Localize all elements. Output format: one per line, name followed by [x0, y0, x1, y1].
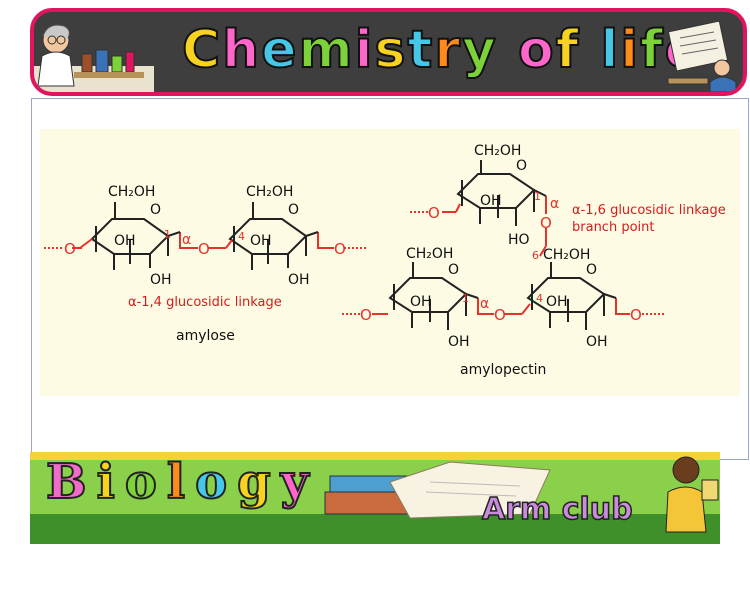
- amylose-glycosidic-bonds: [44, 232, 366, 249]
- footer-background: [30, 452, 720, 544]
- amylopectin-branch-linkage-label: α-1,6 glucosidic linkage: [572, 203, 726, 218]
- amylose-ring-oxygen-right: O: [288, 202, 299, 218]
- amylopectin-ch2oh-top: CH₂OH: [474, 143, 521, 159]
- footer-subtitle: Arm club: [481, 491, 633, 528]
- amylose-carbon-1-label: 1: [164, 228, 171, 241]
- amylopectin-ring-oxygen-left: O: [448, 262, 459, 278]
- footer-title-letter: i: [96, 453, 125, 511]
- footer-title-letter: l: [166, 453, 196, 511]
- amylopectin-ring-oxygen-top: O: [516, 158, 527, 174]
- footer-title-letter: o: [124, 453, 167, 511]
- title-letter: i: [619, 19, 641, 81]
- footer-title-letter: g: [236, 453, 281, 511]
- amylose-ring-oxygen-left: O: [150, 202, 161, 218]
- student-illustration: [667, 22, 737, 92]
- amylopectin-oh-right-bottom: OH: [586, 334, 608, 350]
- amylose-end-oxygen-left: O: [64, 240, 76, 258]
- amylose-ch2oh-right: CH₂OH: [246, 184, 293, 200]
- footer-banner: Biology Arm club: [30, 452, 720, 544]
- amylopectin-branch-point-label: branch point: [572, 220, 654, 235]
- title-letter: o: [517, 19, 556, 81]
- scientist-illustration: [34, 24, 154, 92]
- amylopectin-oh-top-ring: OH: [480, 193, 502, 209]
- title-letter: f: [555, 19, 581, 81]
- amylose-ch2oh-left: CH₂OH: [108, 184, 155, 200]
- amylopectin-glycosidic-bonds: [342, 196, 664, 315]
- amylopectin-name: amylopectin: [460, 362, 546, 378]
- amylose-alpha-label: α: [182, 232, 191, 248]
- amylose-bridge-oxygen: O: [198, 240, 210, 258]
- amylopectin-ch2oh-left: CH₂OH: [406, 246, 453, 262]
- amylopectin-carbon-1-top: 1: [534, 190, 541, 203]
- amylopectin-carbon-6-label: 6: [532, 249, 539, 262]
- amylopectin-alpha-left: α: [480, 296, 489, 312]
- diagram-area: [40, 129, 740, 396]
- footer-title-letter: B: [45, 453, 97, 511]
- title-letter: s: [374, 19, 408, 81]
- amylopectin-ring-oxygen-right: O: [586, 262, 597, 278]
- footer-title: Biology: [45, 453, 319, 511]
- amylopectin-oh-left-mid: OH: [410, 294, 432, 310]
- amylose-oh-right-bottom: OH: [288, 272, 310, 288]
- title-letter: y: [461, 19, 498, 81]
- amylopectin-glucose-ring-right: [526, 262, 606, 330]
- title-letter: r: [433, 19, 462, 81]
- footer-title-letter: y: [280, 453, 319, 511]
- footer-title-letter: o: [194, 453, 238, 511]
- amylopectin-ch2oh-branch: CH₂OH: [543, 247, 590, 263]
- amylose-oh-left-bottom: OH: [150, 272, 172, 288]
- amylose-linkage-label: α-1,4 glucosidic linkage: [128, 295, 282, 310]
- amylose-oh-right-mid: OH: [250, 233, 272, 249]
- amylopectin-end-oxygen-top: O: [428, 204, 440, 222]
- amylopectin-branch-oxygen: O: [540, 214, 552, 232]
- title-letter: h: [221, 19, 262, 81]
- title-letter: i: [354, 19, 375, 81]
- amylose-name: amylose: [176, 328, 235, 344]
- amylose-end-oxygen-right: O: [334, 240, 346, 258]
- amylopectin-end-oxygen-left: O: [360, 306, 372, 324]
- title-letter: t: [406, 19, 435, 81]
- title-letter: l: [599, 19, 621, 81]
- title-letter: m: [297, 19, 355, 81]
- amylopectin-oh-right-mid: OH: [546, 294, 568, 310]
- amylopectin-carbon-1-left: 1: [462, 292, 469, 305]
- title-letter: e: [260, 19, 299, 81]
- amylopectin-bridge-oxygen: O: [494, 306, 506, 324]
- amylopectin-oh-left-bottom: OH: [448, 334, 470, 350]
- title-letter: C: [181, 19, 223, 81]
- page-title: Chemistry of life: [181, 19, 702, 81]
- amylose-carbon-4-label: 4: [238, 230, 245, 243]
- amylose-oh-left-mid: OH: [114, 233, 136, 249]
- amylopectin-carbon-4-label: 4: [536, 292, 543, 305]
- amylopectin-alpha-top: α: [550, 196, 559, 212]
- amylopectin-ho-top-ring: HO: [508, 232, 530, 248]
- header-banner: Chemistry of life: [30, 8, 747, 96]
- title-letter: f: [639, 19, 665, 81]
- amylopectin-end-oxygen-right: O: [630, 306, 642, 324]
